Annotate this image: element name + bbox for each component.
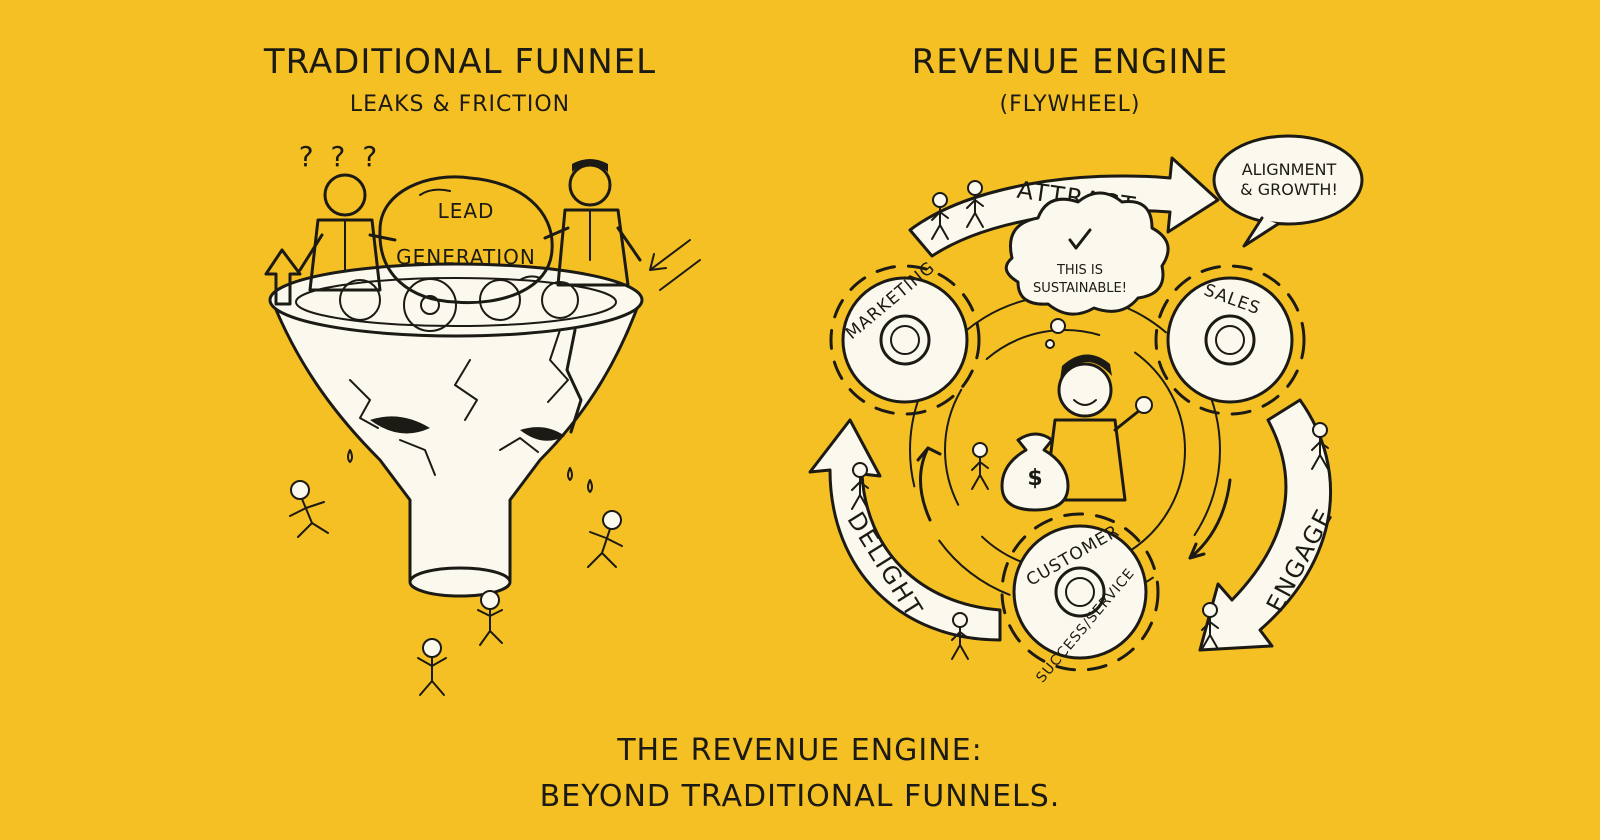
sales-gear-icon [1154, 264, 1306, 416]
funnel-gears-icon [339, 278, 579, 332]
falling-person-icon [289, 480, 329, 538]
footer-line1: THE REVENUE ENGINE: [617, 733, 983, 768]
speech-bubble-line1: ALIGNMENT [1241, 160, 1337, 179]
money-symbol: $ [1027, 466, 1042, 491]
footer-line2: BEYOND TRADITIONAL FUNNELS. [539, 779, 1061, 814]
rock-label-line2: GENERATION [396, 245, 536, 269]
incoming-arrow-icon [649, 239, 691, 271]
falling-person-icon [477, 590, 503, 646]
speech-bubble-text: ALIGNMENT & GROWTH! [1214, 160, 1364, 200]
speech-bubble-line2: & GROWTH! [1240, 180, 1338, 199]
marketing-gear-icon [829, 264, 981, 416]
thought-bubble-line2: SUSTAINABLE! [1033, 281, 1127, 296]
walking-person-icon [971, 442, 989, 490]
falling-person-icon [417, 638, 447, 696]
rock-label-line1: LEAD [438, 199, 495, 223]
speech-bubble [1212, 134, 1364, 248]
question-marks: ? ? ? [298, 140, 382, 173]
walking-person-icon [951, 612, 969, 660]
funnel-icon [268, 262, 644, 598]
thought-bubble-line1: THIS IS [1056, 263, 1104, 278]
right-subtitle: (FLYWHEEL) [999, 92, 1141, 117]
right-title: REVENUE ENGINE [911, 42, 1229, 82]
businessman-right-icon [543, 159, 642, 287]
left-subtitle: LEAKS & FRICTION [349, 92, 571, 117]
money-bag-icon [1000, 432, 1070, 512]
thought-bubble [1004, 191, 1170, 349]
walking-person-icon [851, 462, 869, 510]
engage-arrow [1198, 398, 1333, 652]
walking-person-icon [1201, 602, 1219, 650]
walking-person-icon [1311, 422, 1329, 470]
thought-bubble-text: THIS IS SUSTAINABLE! [1010, 262, 1150, 298]
falling-person-icon [587, 510, 623, 568]
inner-arrow-icon [916, 446, 942, 522]
left-title: TRADITIONAL FUNNEL [263, 42, 657, 82]
up-arrow-icon [264, 248, 302, 306]
customer-success-gear-icon [1000, 512, 1160, 672]
inner-arrow-icon [1188, 478, 1232, 560]
footer-caption: THE REVENUE ENGINE: BEYOND TRADITIONAL F… [400, 728, 1200, 820]
walking-person-icon [966, 180, 984, 228]
rock-icon [378, 175, 554, 305]
businessman-left-icon [298, 173, 397, 292]
walking-person-icon [931, 192, 949, 240]
